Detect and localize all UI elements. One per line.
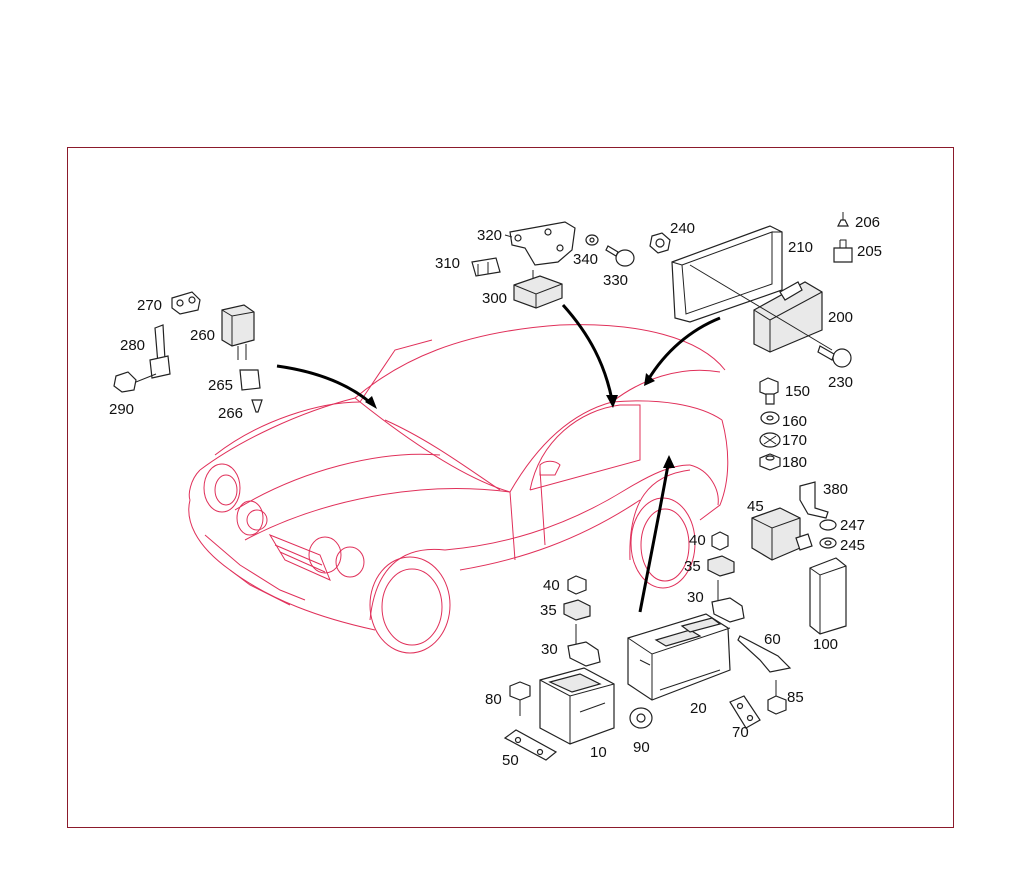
label-300: 300 xyxy=(482,290,507,307)
control-unit-200-part xyxy=(689,264,833,353)
bracket-60-part xyxy=(737,635,792,673)
bolt-85-part xyxy=(767,680,787,715)
relay-300-part xyxy=(513,270,563,309)
clamp-35b-part xyxy=(707,555,735,577)
arrow-bottom xyxy=(638,464,670,613)
label-30-left: 30 xyxy=(541,641,558,658)
cover-100-part xyxy=(809,557,847,635)
bolt-290-part xyxy=(113,371,137,393)
label-40-left: 40 xyxy=(543,577,560,594)
bracket-380-part xyxy=(799,481,829,519)
battery-20-part xyxy=(627,613,731,701)
arrow-bottom-head xyxy=(663,455,675,468)
label-320: 320 xyxy=(477,227,502,244)
plug-266-part xyxy=(251,399,263,413)
label-85: 85 xyxy=(787,689,804,706)
arrow-left xyxy=(276,364,373,406)
cover-45-part xyxy=(751,507,813,561)
label-270: 270 xyxy=(137,297,162,314)
clip-310-part xyxy=(471,257,501,277)
label-20: 20 xyxy=(690,700,707,717)
label-100: 100 xyxy=(813,636,838,653)
label-45: 45 xyxy=(747,498,764,515)
nut-180-part xyxy=(759,453,781,471)
label-200: 200 xyxy=(828,309,853,326)
label-265: 265 xyxy=(208,377,233,394)
clamp-35a-part xyxy=(563,599,591,621)
label-150: 150 xyxy=(785,383,810,400)
bracket-280-part xyxy=(135,324,171,383)
label-35-right: 35 xyxy=(684,558,701,575)
car-outline xyxy=(188,324,729,654)
label-245: 245 xyxy=(840,537,865,554)
label-340: 340 xyxy=(573,251,598,268)
screw-90-part xyxy=(629,707,653,729)
plate-70-part xyxy=(729,695,761,729)
washer-340-part xyxy=(585,234,599,246)
nut-245-part xyxy=(819,537,837,549)
label-10: 10 xyxy=(590,744,607,761)
screw-330-part xyxy=(605,245,635,267)
label-330: 330 xyxy=(603,272,628,289)
washer-247-part xyxy=(819,519,837,531)
label-266: 266 xyxy=(218,405,243,422)
label-310: 310 xyxy=(435,255,460,272)
clip-205-part xyxy=(833,239,853,263)
bolt-150-part xyxy=(759,377,779,405)
connector-265-part xyxy=(239,369,261,391)
nut-40b-part xyxy=(711,531,729,551)
label-247: 247 xyxy=(840,517,865,534)
clip-206-part xyxy=(837,212,849,227)
label-210: 210 xyxy=(788,239,813,256)
label-30-right: 30 xyxy=(687,589,704,606)
nut-40a-part xyxy=(567,575,587,595)
label-40-right: 40 xyxy=(689,532,706,549)
label-380: 380 xyxy=(823,481,848,498)
screw-230-part xyxy=(817,345,852,368)
pointer-arrows xyxy=(276,303,721,613)
label-160: 160 xyxy=(782,413,807,430)
bracket-320-part xyxy=(504,221,576,266)
arrow-left-head xyxy=(365,396,377,409)
label-230: 230 xyxy=(828,374,853,391)
label-90: 90 xyxy=(633,739,650,756)
bolt-80-part xyxy=(509,681,531,716)
label-260: 260 xyxy=(190,327,215,344)
washer-160-part xyxy=(760,411,780,425)
battery-10-part xyxy=(539,667,615,745)
connector-260-part xyxy=(221,304,255,360)
bracket-210-part xyxy=(671,225,783,323)
arrow-right xyxy=(646,316,721,381)
part-labels: 320 310 300 340 330 240 210 206 205 200 … xyxy=(109,214,882,769)
arrow-center xyxy=(561,303,614,401)
label-180: 180 xyxy=(782,454,807,471)
label-170: 170 xyxy=(782,432,807,449)
plate-50-part xyxy=(503,729,558,761)
arrow-center-head xyxy=(606,395,618,408)
diagram-frame xyxy=(67,147,954,828)
label-280: 280 xyxy=(120,337,145,354)
label-240: 240 xyxy=(670,220,695,237)
label-205: 205 xyxy=(857,243,882,260)
label-290: 290 xyxy=(109,401,134,418)
label-70: 70 xyxy=(732,724,749,741)
label-60: 60 xyxy=(764,631,781,648)
label-206: 206 xyxy=(855,214,880,231)
clip-270-part xyxy=(171,291,201,315)
label-50: 50 xyxy=(502,752,519,769)
arrow-right-head xyxy=(644,373,655,386)
label-80: 80 xyxy=(485,691,502,708)
terminal-30a-part xyxy=(567,624,601,667)
washer-170-part xyxy=(759,432,781,448)
terminal-30b-part xyxy=(711,580,745,623)
label-35-left: 35 xyxy=(540,602,557,619)
nut-240-part xyxy=(649,232,671,254)
